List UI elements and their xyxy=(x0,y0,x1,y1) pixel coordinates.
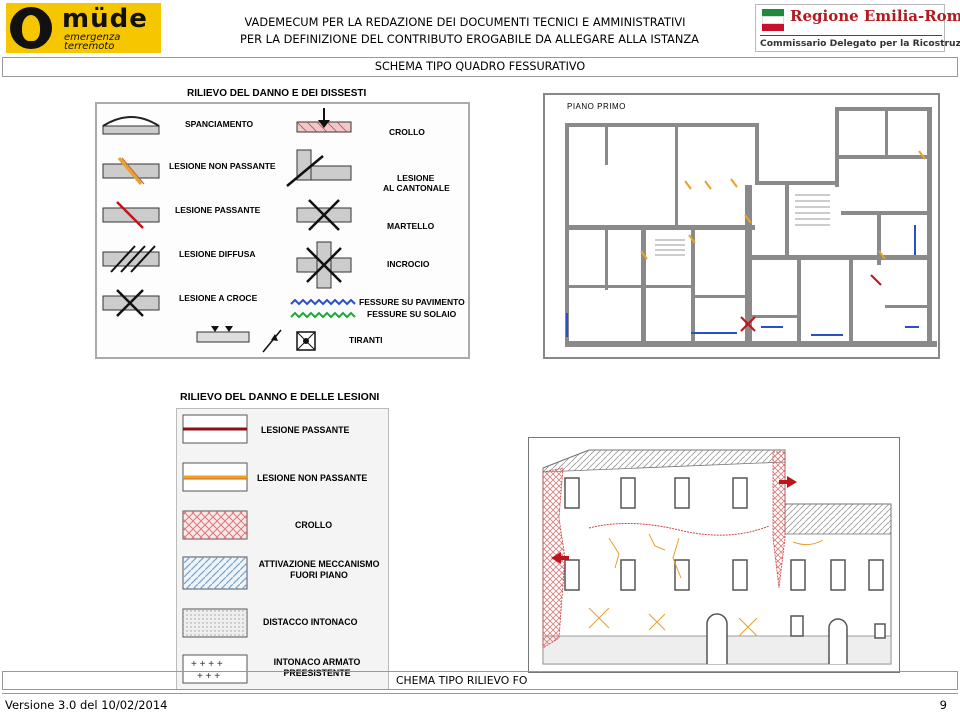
attivazione-meccanismo-label: ATTIVAZIONE MECCANISMO FUORI PIANO xyxy=(258,559,380,580)
mude-logo: müde emergenza terremoto xyxy=(6,3,161,53)
document-title-line2: PER LA DEFINIZIONE DEL CONTRIBUTO EROGAB… xyxy=(240,32,699,46)
swatch-crollo xyxy=(182,510,248,540)
crollo-label: CROLLO xyxy=(295,520,333,530)
swatch-attivazione-meccanismo xyxy=(182,556,248,590)
lesions-legend-swatches: + + + + + + + xyxy=(182,414,248,684)
tiranti-symbols xyxy=(196,326,316,353)
lesione-non-passante-symbol xyxy=(102,157,160,185)
lesions-legend: RILIEVO DEL DANNO E DELLE LESIONI xyxy=(176,388,389,690)
floor-plan-walls xyxy=(565,107,937,347)
section-title-bar: SCHEMA TIPO QUADRO FESSURATIVO xyxy=(2,57,958,77)
intonaco-armato-label: INTONACO ARMATO PREESISTENTE xyxy=(273,657,361,678)
swatch-lesione-non-passante xyxy=(182,462,248,492)
fessure-solaio-label: FESSURE SU SOLAIO xyxy=(367,309,457,319)
lesione-a-croce-symbol xyxy=(102,289,160,317)
facade-svg xyxy=(542,449,892,665)
damage-legend: RILIEVO DEL DANNO E DEI DISSESTI xyxy=(95,84,470,359)
spanciamento-label: SPANCIAMENTO xyxy=(185,119,254,129)
facade-windows xyxy=(564,477,886,664)
tiranti-label: TIRANTI xyxy=(349,335,383,345)
lesione-diffusa-label: LESIONE DIFFUSA xyxy=(179,249,256,259)
regione-subtitle: Commissario Delegato per la Ricostruzion… xyxy=(760,35,960,49)
fessure-pavimento-label: FESSURE SU PAVIMENTO xyxy=(359,297,465,307)
regione-logo: Regione Emilia-Romagna Commissario Deleg… xyxy=(755,4,960,52)
svg-text:+ + +: + + + xyxy=(197,671,220,682)
lesione-diffusa-symbol xyxy=(102,245,160,273)
document-title: VADEMECUM PER LA REDAZIONE DEI DOCUMENTI… xyxy=(240,14,699,48)
lesione-passante-symbol xyxy=(102,201,160,229)
footer-divider xyxy=(2,693,958,694)
lesione-cantonale-symbol xyxy=(286,149,352,187)
lesione-non-passante-label: LESIONE NON PASSANTE xyxy=(257,473,368,483)
floor-plan-lesions-orange xyxy=(640,150,926,260)
caption-bar: CHEMA TIPO RILIEVO FO xyxy=(2,671,958,690)
damage-legend-frame: SPANCIAMENTO CROLLO LESIONE NON PASSANTE… xyxy=(95,102,470,359)
incrocio-symbol xyxy=(296,241,352,289)
fessure-symbol xyxy=(290,298,356,319)
document-title-line1: VADEMECUM PER LA REDAZIONE DEI DOCUMENTI… xyxy=(244,15,686,29)
caption-text: CHEMA TIPO RILIEVO FO xyxy=(396,674,528,687)
floor-plan-svg xyxy=(565,107,937,347)
martello-label: MARTELLO xyxy=(387,221,435,231)
lesione-non-passante-label: LESIONE NON PASSANTE xyxy=(169,161,276,171)
lesione-passante-label: LESIONE PASSANTE xyxy=(175,205,261,215)
crollo-symbol xyxy=(296,108,352,133)
regione-flag-icon xyxy=(762,9,784,31)
swatch-intonaco-armato: + + + + + + + xyxy=(182,654,248,684)
mude-logo-text: müde xyxy=(62,4,148,34)
floor-plan-drawing: PIANO PRIMO xyxy=(543,93,940,359)
floor-plan-floor-cracks xyxy=(566,225,919,337)
footer-page-number: 9 xyxy=(939,698,947,712)
mude-logo-subtext: emergenza terremoto xyxy=(64,32,121,52)
swatch-distacco-intonaco xyxy=(182,608,248,638)
svg-text:+ + + +: + + + + xyxy=(191,659,223,670)
lesione-passante-label: LESIONE PASSANTE xyxy=(261,425,350,435)
incrocio-label: INCROCIO xyxy=(387,259,430,269)
crollo-label: CROLLO xyxy=(389,127,425,137)
damage-legend-symbols xyxy=(102,108,356,353)
lesione-cantonale-label-1: LESIONE xyxy=(397,173,435,183)
facade-elevation-drawing xyxy=(528,437,900,673)
footer-version: Versione 3.0 del 10/02/2014 xyxy=(5,698,168,712)
martello-symbol xyxy=(296,199,352,231)
lesions-legend-frame: + + + + + + + LESIONE PASSANTE LESIONE N… xyxy=(176,408,389,690)
lesions-legend-title: RILIEVO DEL DANNO E DELLE LESIONI xyxy=(180,391,380,403)
floor-plan-lesions-red xyxy=(740,274,882,332)
floor-plan-stairs xyxy=(655,194,830,256)
spanciamento-symbol xyxy=(102,116,160,135)
regione-name: Regione Emilia-Romagna xyxy=(790,7,960,25)
section-title: SCHEMA TIPO QUADRO FESSURATIVO xyxy=(374,60,586,73)
mude-badge-icon xyxy=(8,5,54,51)
floor-plan-title: PIANO PRIMO xyxy=(567,102,626,111)
lesione-a-croce-label: LESIONE A CROCE xyxy=(179,293,258,303)
facade-cracks xyxy=(588,523,824,637)
lesione-cantonale-label-2: AL CANTONALE xyxy=(383,183,450,193)
damage-legend-title: RILIEVO DEL DANNO E DEI DISSESTI xyxy=(187,88,367,99)
distacco-intonaco-label: DISTACCO INTONACO xyxy=(263,617,358,627)
swatch-lesione-passante xyxy=(182,414,248,444)
facade-arrows xyxy=(551,476,797,564)
